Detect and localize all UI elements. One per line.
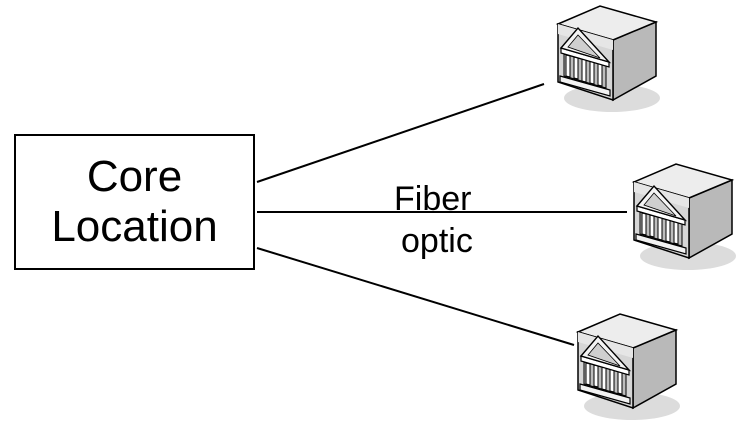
- link-label-line2: optic: [401, 222, 473, 260]
- core-label-line1: Core: [86, 152, 183, 201]
- link-line-bottom: [256, 247, 575, 346]
- core-location-box: Core Location: [14, 134, 255, 270]
- bank-building-icon: [633, 163, 737, 271]
- core-label-line2: Location: [51, 202, 218, 251]
- link-label-line1: Fiber: [394, 180, 472, 218]
- bank-building-icon: [577, 313, 681, 421]
- fiber-optic-label: Fiber optic: [394, 178, 504, 262]
- bank-building-icon: [557, 5, 661, 113]
- link-line-top: [256, 83, 545, 183]
